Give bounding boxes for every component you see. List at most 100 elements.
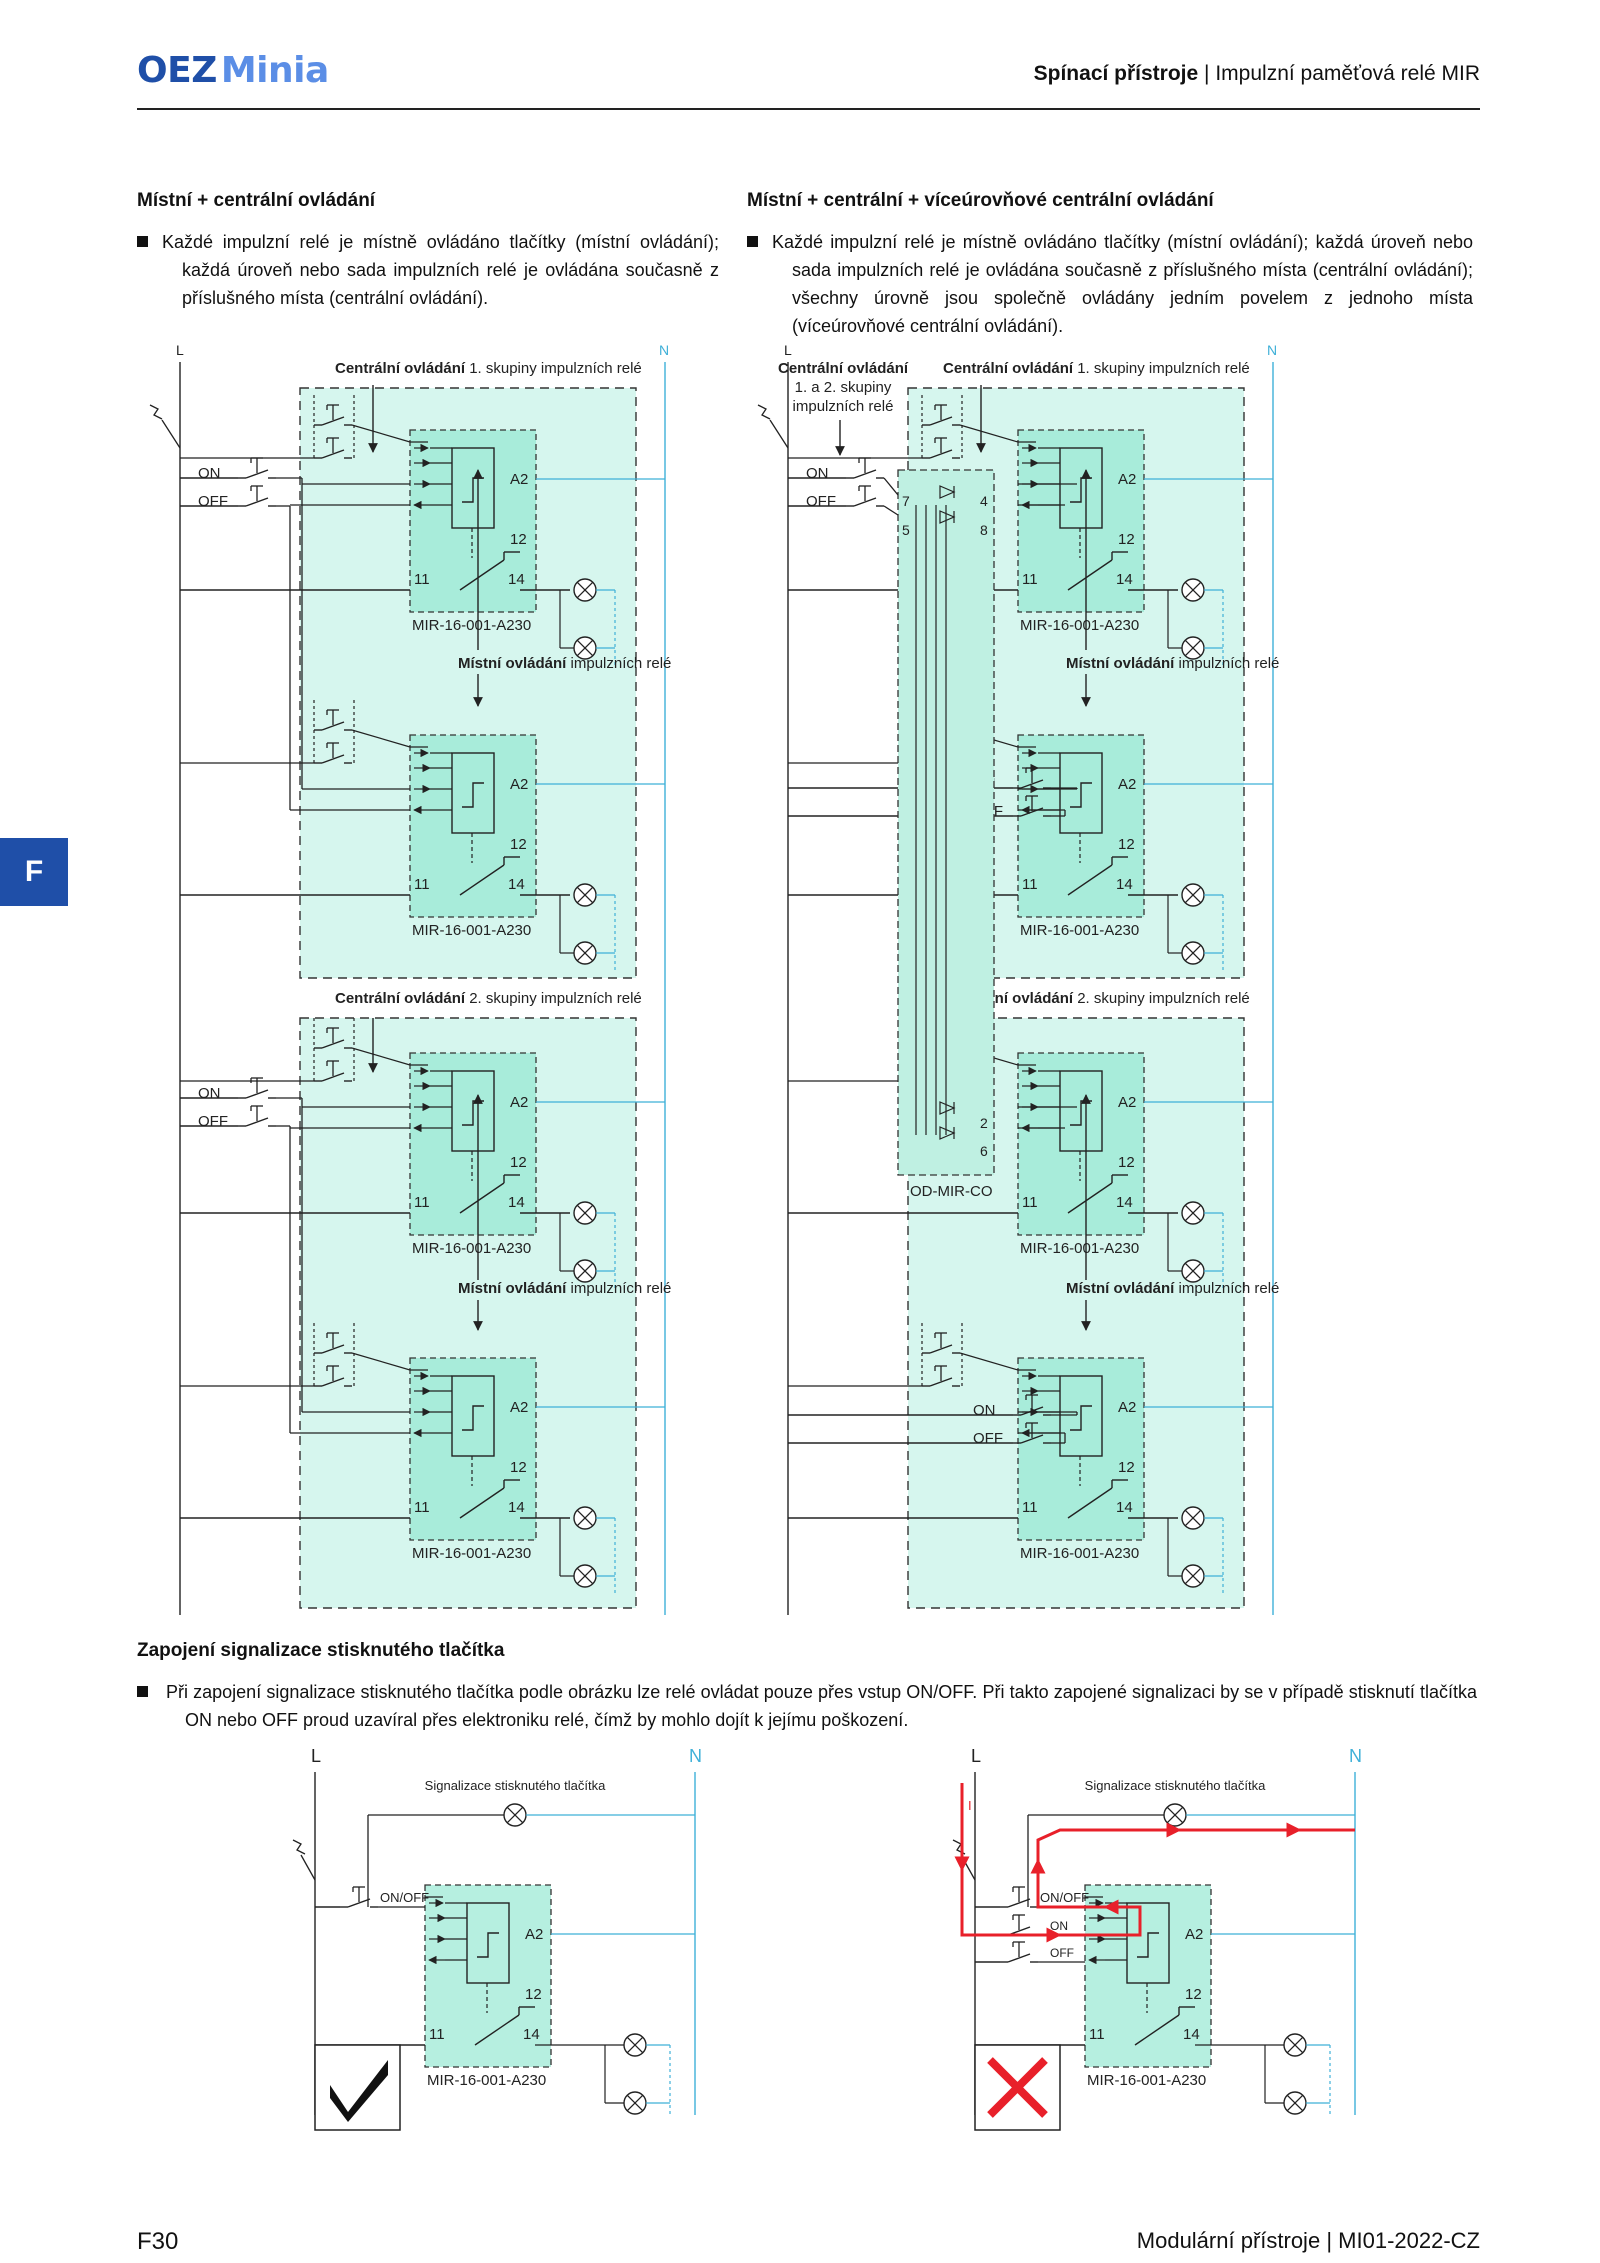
lamp-cross — [576, 639, 594, 657]
diode-icon — [939, 485, 956, 499]
rail-l-label: L — [971, 1746, 981, 1766]
wire — [959, 424, 1019, 443]
right-section-title: Místní + centrální + víceúrovňové centrá… — [747, 190, 1214, 211]
central-control-label-1: Centrální ovládání 1. skupiny impulzních… — [335, 360, 642, 377]
terminal-12: 12 — [510, 1154, 527, 1171]
off-label: OFF — [973, 1430, 1003, 1447]
relay-model-label: MIR-16-001-A230 — [1020, 617, 1139, 634]
section-tab[interactable]: F — [0, 838, 68, 906]
rail-l-label: L — [311, 1746, 321, 1766]
cross-icon — [987, 2057, 1048, 2118]
terminal-a2: A2 — [525, 1926, 543, 1943]
lamp-cross — [576, 1509, 594, 1527]
contact-blade — [474, 2014, 520, 2046]
local-control-label: Místní ovládání impulzních relé — [458, 655, 671, 672]
terminal-11: 11 — [414, 571, 430, 588]
contact-blade — [321, 1377, 345, 1387]
terminal-a2: A2 — [510, 776, 528, 793]
terminal-a2: A2 — [1185, 1926, 1203, 1943]
contact-blade — [1067, 1182, 1113, 1214]
brand-oez: OEZ — [137, 50, 217, 91]
contact-blade — [245, 1117, 269, 1127]
central-control-label-2: Centrální ovládání 2. skupiny impulzních… — [335, 990, 642, 1007]
contact-blade — [853, 497, 877, 507]
terminal-14: 14 — [508, 876, 525, 893]
step-icon — [1070, 782, 1092, 808]
contact-blade — [321, 416, 345, 426]
relay-coil — [1059, 1375, 1103, 1457]
relay-model-label: MIR-16-001-A230 — [1020, 922, 1139, 939]
terminal-12: 12 — [1118, 836, 1135, 853]
lamp-cross — [576, 944, 594, 962]
lamp-cross — [576, 1567, 594, 1585]
relay-coil — [451, 1070, 495, 1152]
relay-coil — [451, 447, 495, 529]
circuit-breaker-icon — [757, 404, 771, 420]
signal-section-text-body: Při zapojení signalizace stisknutého tla… — [166, 1682, 1477, 1730]
contact-blade — [929, 416, 953, 426]
diode-icon — [939, 510, 956, 524]
contact-blade — [1007, 1898, 1031, 1908]
diode-icon — [939, 1101, 956, 1115]
wire — [351, 1047, 411, 1066]
terminal-11: 11 — [414, 1499, 430, 1516]
relay-model-label: MIR-16-001-A230 — [412, 617, 531, 634]
terminal-14: 14 — [508, 1499, 525, 1516]
wire — [351, 424, 411, 443]
contact-blade — [1067, 864, 1113, 896]
wire — [351, 729, 411, 748]
lamp-cross — [626, 2036, 644, 2054]
local-control-label: Místní ovládání impulzních relé — [1066, 655, 1279, 672]
multi-central-line1: 1. a 2. skupiny — [795, 379, 892, 396]
contact-blade — [321, 1344, 345, 1354]
terminal-11: 11 — [429, 2026, 445, 2043]
terminal-12: 12 — [1118, 1154, 1135, 1171]
lamp-cross — [1286, 2094, 1304, 2112]
terminal-14: 14 — [1116, 571, 1133, 588]
step-icon — [477, 1932, 499, 1958]
contact-blade — [1067, 559, 1113, 591]
header-separator: | — [1204, 62, 1210, 85]
lamp-cross — [506, 1806, 524, 1824]
terminal-11: 11 — [1022, 571, 1038, 588]
contact-blade — [1067, 1487, 1113, 1519]
lamp-cross — [1166, 1806, 1184, 1824]
bullet-icon — [747, 236, 758, 247]
local-control-label: Místní ovládání impulzních relé — [458, 1280, 671, 1297]
terminal-12: 12 — [1118, 1459, 1135, 1476]
lamp-cross — [1286, 2036, 1304, 2054]
contact-blade — [1020, 807, 1044, 817]
contact-blade — [1020, 779, 1044, 789]
circuit-breaker-icon — [149, 404, 163, 420]
current-path — [960, 1783, 1097, 1937]
wire — [351, 1352, 411, 1371]
contact-blade — [459, 864, 505, 896]
contact-blade — [459, 1487, 505, 1519]
relay-coil — [451, 1375, 495, 1457]
terminal-14: 14 — [523, 2026, 540, 2043]
multi-central-label: Centrální ovládání — [778, 360, 909, 377]
contact-blade — [1020, 1434, 1044, 1444]
terminal-a2: A2 — [1118, 471, 1136, 488]
breaker-blade — [300, 1854, 316, 1881]
contact-blade — [245, 1089, 269, 1099]
terminal-11: 11 — [1022, 876, 1038, 893]
onoff-label: ON/OFF — [380, 1890, 429, 1905]
contact-blade — [459, 559, 505, 591]
footer-catalog-name: Modulární přístroje — [1136, 2228, 1321, 2253]
contact-blade — [245, 469, 269, 479]
relay-model-label: MIR-16-001-A230 — [1020, 1545, 1139, 1562]
local-control-label: Místní ovládání impulzních relé — [1066, 1280, 1279, 1297]
signal-section-text: Při zapojení signalizace stisknutého tla… — [137, 1678, 1477, 1734]
contact-blade — [321, 1072, 345, 1082]
relay-model-label: MIR-16-001-A230 — [412, 1545, 531, 1562]
contact-blade — [929, 449, 953, 459]
right-section-text-body: Každé impulzní relé je místně ovládáno t… — [772, 232, 1473, 336]
terminal-14: 14 — [508, 571, 525, 588]
lamp-cross — [1184, 581, 1202, 599]
relay-coil — [1126, 1902, 1170, 1984]
lamp-cross — [626, 2094, 644, 2112]
lamp-cross — [1184, 944, 1202, 962]
terminal-a2: A2 — [510, 1094, 528, 1111]
terminal-11: 11 — [414, 876, 430, 893]
